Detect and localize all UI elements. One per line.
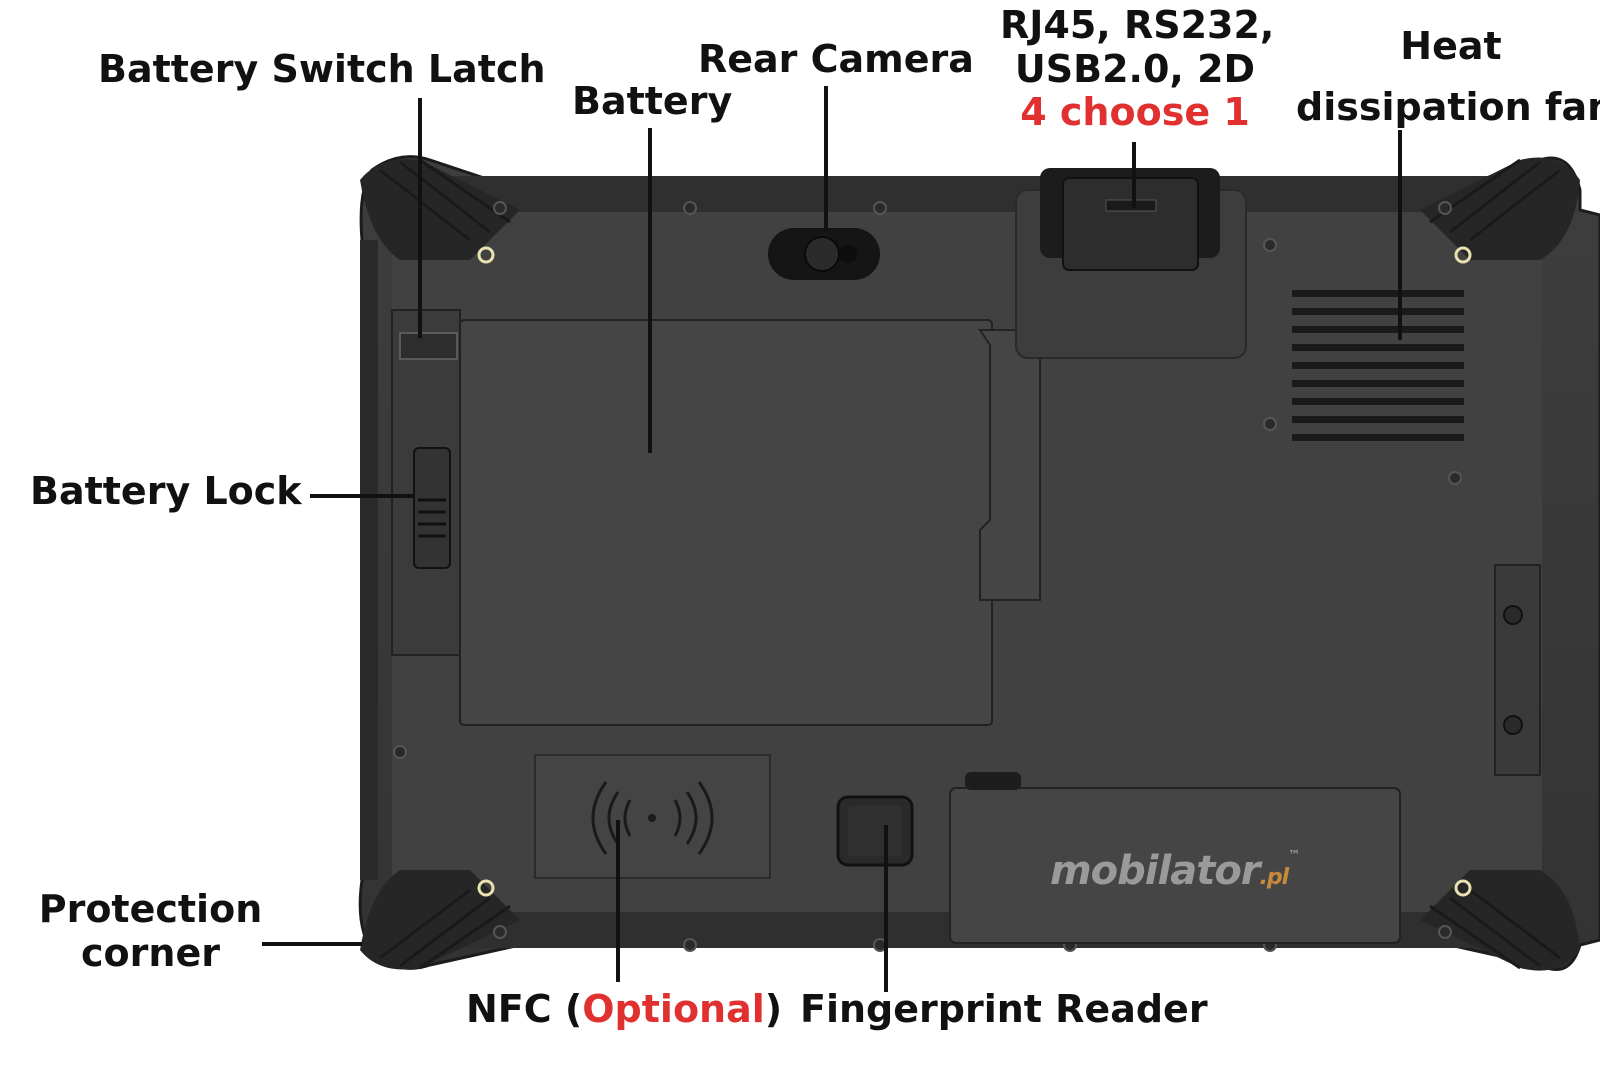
label-heat-line1: Heat — [1400, 24, 1502, 68]
leader-battery-switch-latch — [418, 98, 422, 338]
label-nfc-suffix: ) — [764, 987, 783, 1031]
battery-compartment — [459, 319, 993, 726]
battery-tab — [978, 329, 1041, 601]
label-nfc-optional: Optional — [582, 987, 765, 1031]
label-battery: Battery — [572, 79, 733, 123]
slider-grip — [418, 498, 446, 538]
protection-corner-top-right — [1420, 157, 1580, 260]
label-heat-fan: Heat dissipation fan — [1296, 16, 1600, 138]
logo-main: mobilator — [1050, 848, 1261, 894]
top-frame — [440, 176, 1500, 216]
label-protection-line2: corner — [81, 930, 220, 975]
label-ports-line2: USB2.0, 2D — [1014, 46, 1256, 91]
ring-screws — [477, 246, 1472, 897]
label-rear-camera: Rear Camera — [698, 37, 974, 81]
battery-switch-latch — [399, 332, 458, 360]
leader-fingerprint — [884, 825, 888, 992]
label-ports: RJ45, RS232, USB2.0, 2D 4 choose 1 — [1000, 3, 1275, 135]
logo-suffix: .pl — [1259, 865, 1290, 890]
label-protection-corner: Protection corner — [38, 887, 263, 975]
mobilator-logo: mobilator.pl ™ — [1050, 848, 1300, 894]
logo-tm: ™ — [1288, 848, 1300, 862]
label-heat-line2: dissipation fan — [1296, 84, 1600, 129]
battery-lock-slider — [413, 447, 451, 569]
label-protection-line1: Protection — [38, 887, 263, 931]
leader-nfc — [616, 820, 620, 982]
label-ports-line1: RJ45, RS232, — [1000, 3, 1275, 47]
expansion-cover — [949, 787, 1401, 944]
corner-ridges — [379, 158, 1561, 970]
label-nfc: NFC (Optional) — [466, 987, 783, 1032]
leader-protection-corner — [262, 942, 362, 946]
leader-heat-fan — [1398, 130, 1402, 340]
leader-battery — [648, 128, 652, 453]
left-edge-grip — [360, 240, 378, 880]
label-nfc-prefix: NFC ( — [466, 987, 583, 1031]
fan-vent — [1292, 290, 1464, 441]
right-side-panel — [1494, 564, 1541, 776]
label-fingerprint-reader: Fingerprint Reader — [800, 987, 1208, 1031]
label-battery-switch-latch: Battery Switch Latch — [98, 47, 546, 91]
label-ports-choice: 4 choose 1 — [1020, 90, 1250, 135]
leader-ports — [1132, 142, 1136, 208]
leader-battery-lock — [310, 494, 415, 498]
nfc-icon — [591, 781, 714, 855]
leader-rear-camera — [824, 86, 828, 231]
label-battery-lock: Battery Lock — [30, 469, 302, 513]
